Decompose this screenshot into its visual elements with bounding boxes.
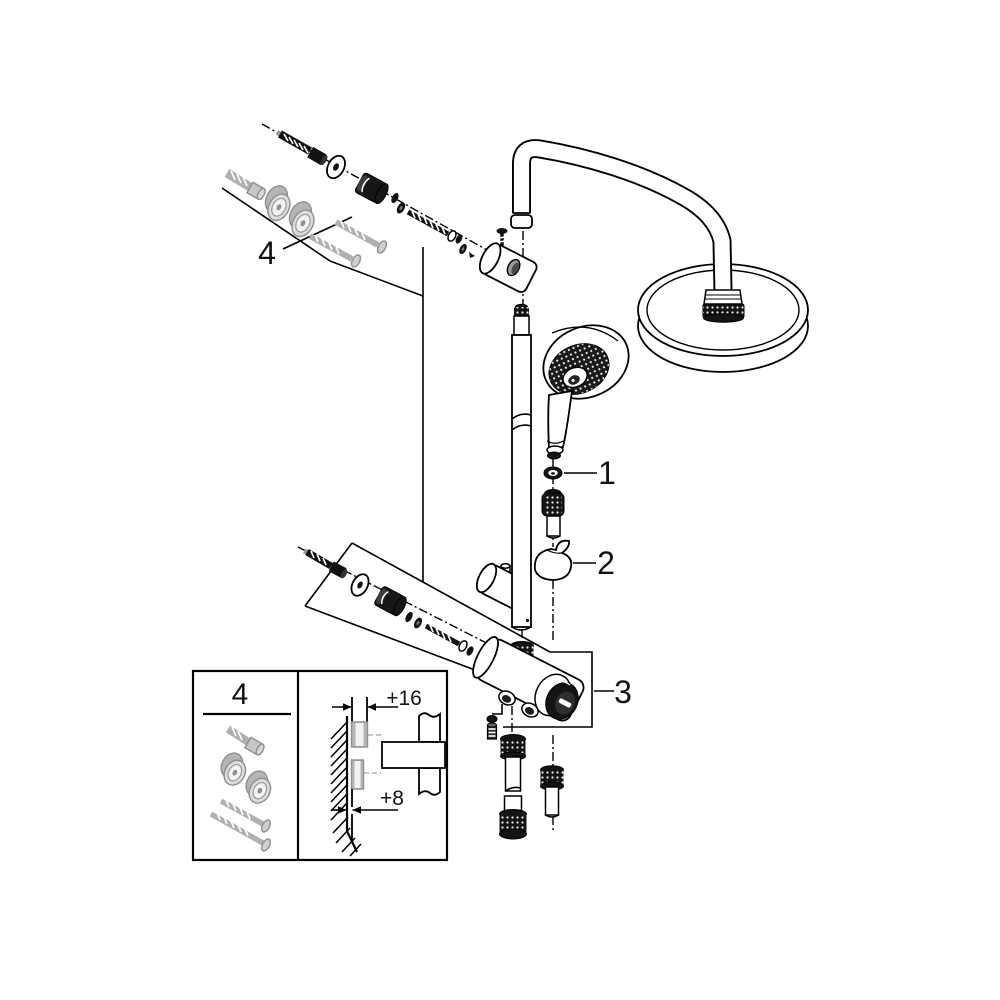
callout-4: 4 bbox=[258, 235, 276, 271]
dimension-16: +16 bbox=[332, 687, 422, 711]
diverter-valve bbox=[472, 636, 593, 740]
gray-screw-icon bbox=[334, 219, 388, 254]
wall-plug-icon bbox=[224, 169, 266, 201]
hand-shower-handle bbox=[547, 389, 574, 451]
small-screw-icon bbox=[496, 228, 508, 247]
bracket-cone-icon bbox=[354, 172, 389, 205]
dimension-8: +8 bbox=[331, 787, 404, 814]
threaded-rod-icon bbox=[424, 623, 468, 652]
bracket-cone-icon bbox=[374, 586, 407, 617]
spray-face bbox=[548, 343, 610, 395]
inset-screw-icon bbox=[219, 798, 272, 833]
rail-connector bbox=[513, 303, 530, 336]
nut-icon bbox=[466, 646, 474, 656]
head-collar bbox=[702, 289, 745, 323]
shower-arm bbox=[510, 139, 733, 292]
tiny-nut-icon bbox=[469, 252, 475, 258]
spacer-disc-icon bbox=[264, 185, 291, 222]
inset-box: 4 bbox=[191, 669, 449, 862]
inset-kit-label: 4 bbox=[232, 678, 249, 711]
dim-label-8: +8 bbox=[380, 787, 404, 810]
nut-icon bbox=[396, 202, 406, 214]
callout-box-3 bbox=[503, 651, 593, 728]
grub-screw bbox=[486, 704, 503, 740]
spacer-disc-icon bbox=[288, 201, 315, 238]
valve-outlet bbox=[498, 690, 516, 706]
slide-rail bbox=[511, 334, 532, 631]
connection-adapter-right bbox=[540, 765, 564, 818]
inset-spacer-disc-icon bbox=[220, 752, 247, 786]
inset-wall-section: +16 +8 bbox=[330, 687, 446, 857]
washer-icon bbox=[326, 154, 346, 180]
connection-hose-left bbox=[499, 734, 527, 840]
top-wall-bracket bbox=[478, 228, 538, 293]
chrome-break bbox=[511, 413, 532, 420]
callout-1: 1 bbox=[598, 455, 616, 491]
hand-shower-seal bbox=[543, 466, 563, 480]
check-valve bbox=[541, 489, 565, 539]
screw-icon bbox=[303, 548, 348, 579]
inset-wall-plug-icon bbox=[225, 725, 265, 756]
bottom-bracket-explosion bbox=[303, 548, 474, 656]
top-bracket-explosion bbox=[275, 130, 475, 258]
callout-3: 3 bbox=[614, 674, 632, 710]
nut-icon bbox=[455, 234, 463, 244]
callout-2: 2 bbox=[597, 545, 615, 581]
bracket-cross-section bbox=[381, 741, 446, 769]
screw-icon bbox=[275, 130, 328, 166]
threaded-rod-icon bbox=[406, 209, 457, 242]
rail-cross-section bbox=[418, 712, 441, 743]
mounting-kit-top bbox=[224, 169, 388, 268]
callouts: 1 2 3 4 bbox=[258, 235, 632, 710]
shower-holder bbox=[533, 539, 573, 581]
valve-outlet bbox=[521, 702, 539, 718]
arm-sleeve bbox=[510, 214, 533, 229]
inset-screw-icon bbox=[209, 811, 272, 852]
hand-shower bbox=[542, 324, 630, 460]
gray-screw-icon bbox=[308, 233, 362, 268]
inset-spacer-disc-icon bbox=[245, 770, 272, 804]
nut-icon bbox=[405, 611, 413, 623]
dim-label-16: +16 bbox=[386, 687, 422, 710]
nut-icon bbox=[459, 243, 467, 255]
nut-icon bbox=[413, 617, 423, 629]
wall-hatching bbox=[330, 721, 362, 857]
washer-icon bbox=[350, 573, 370, 597]
nut-icon bbox=[391, 192, 399, 204]
